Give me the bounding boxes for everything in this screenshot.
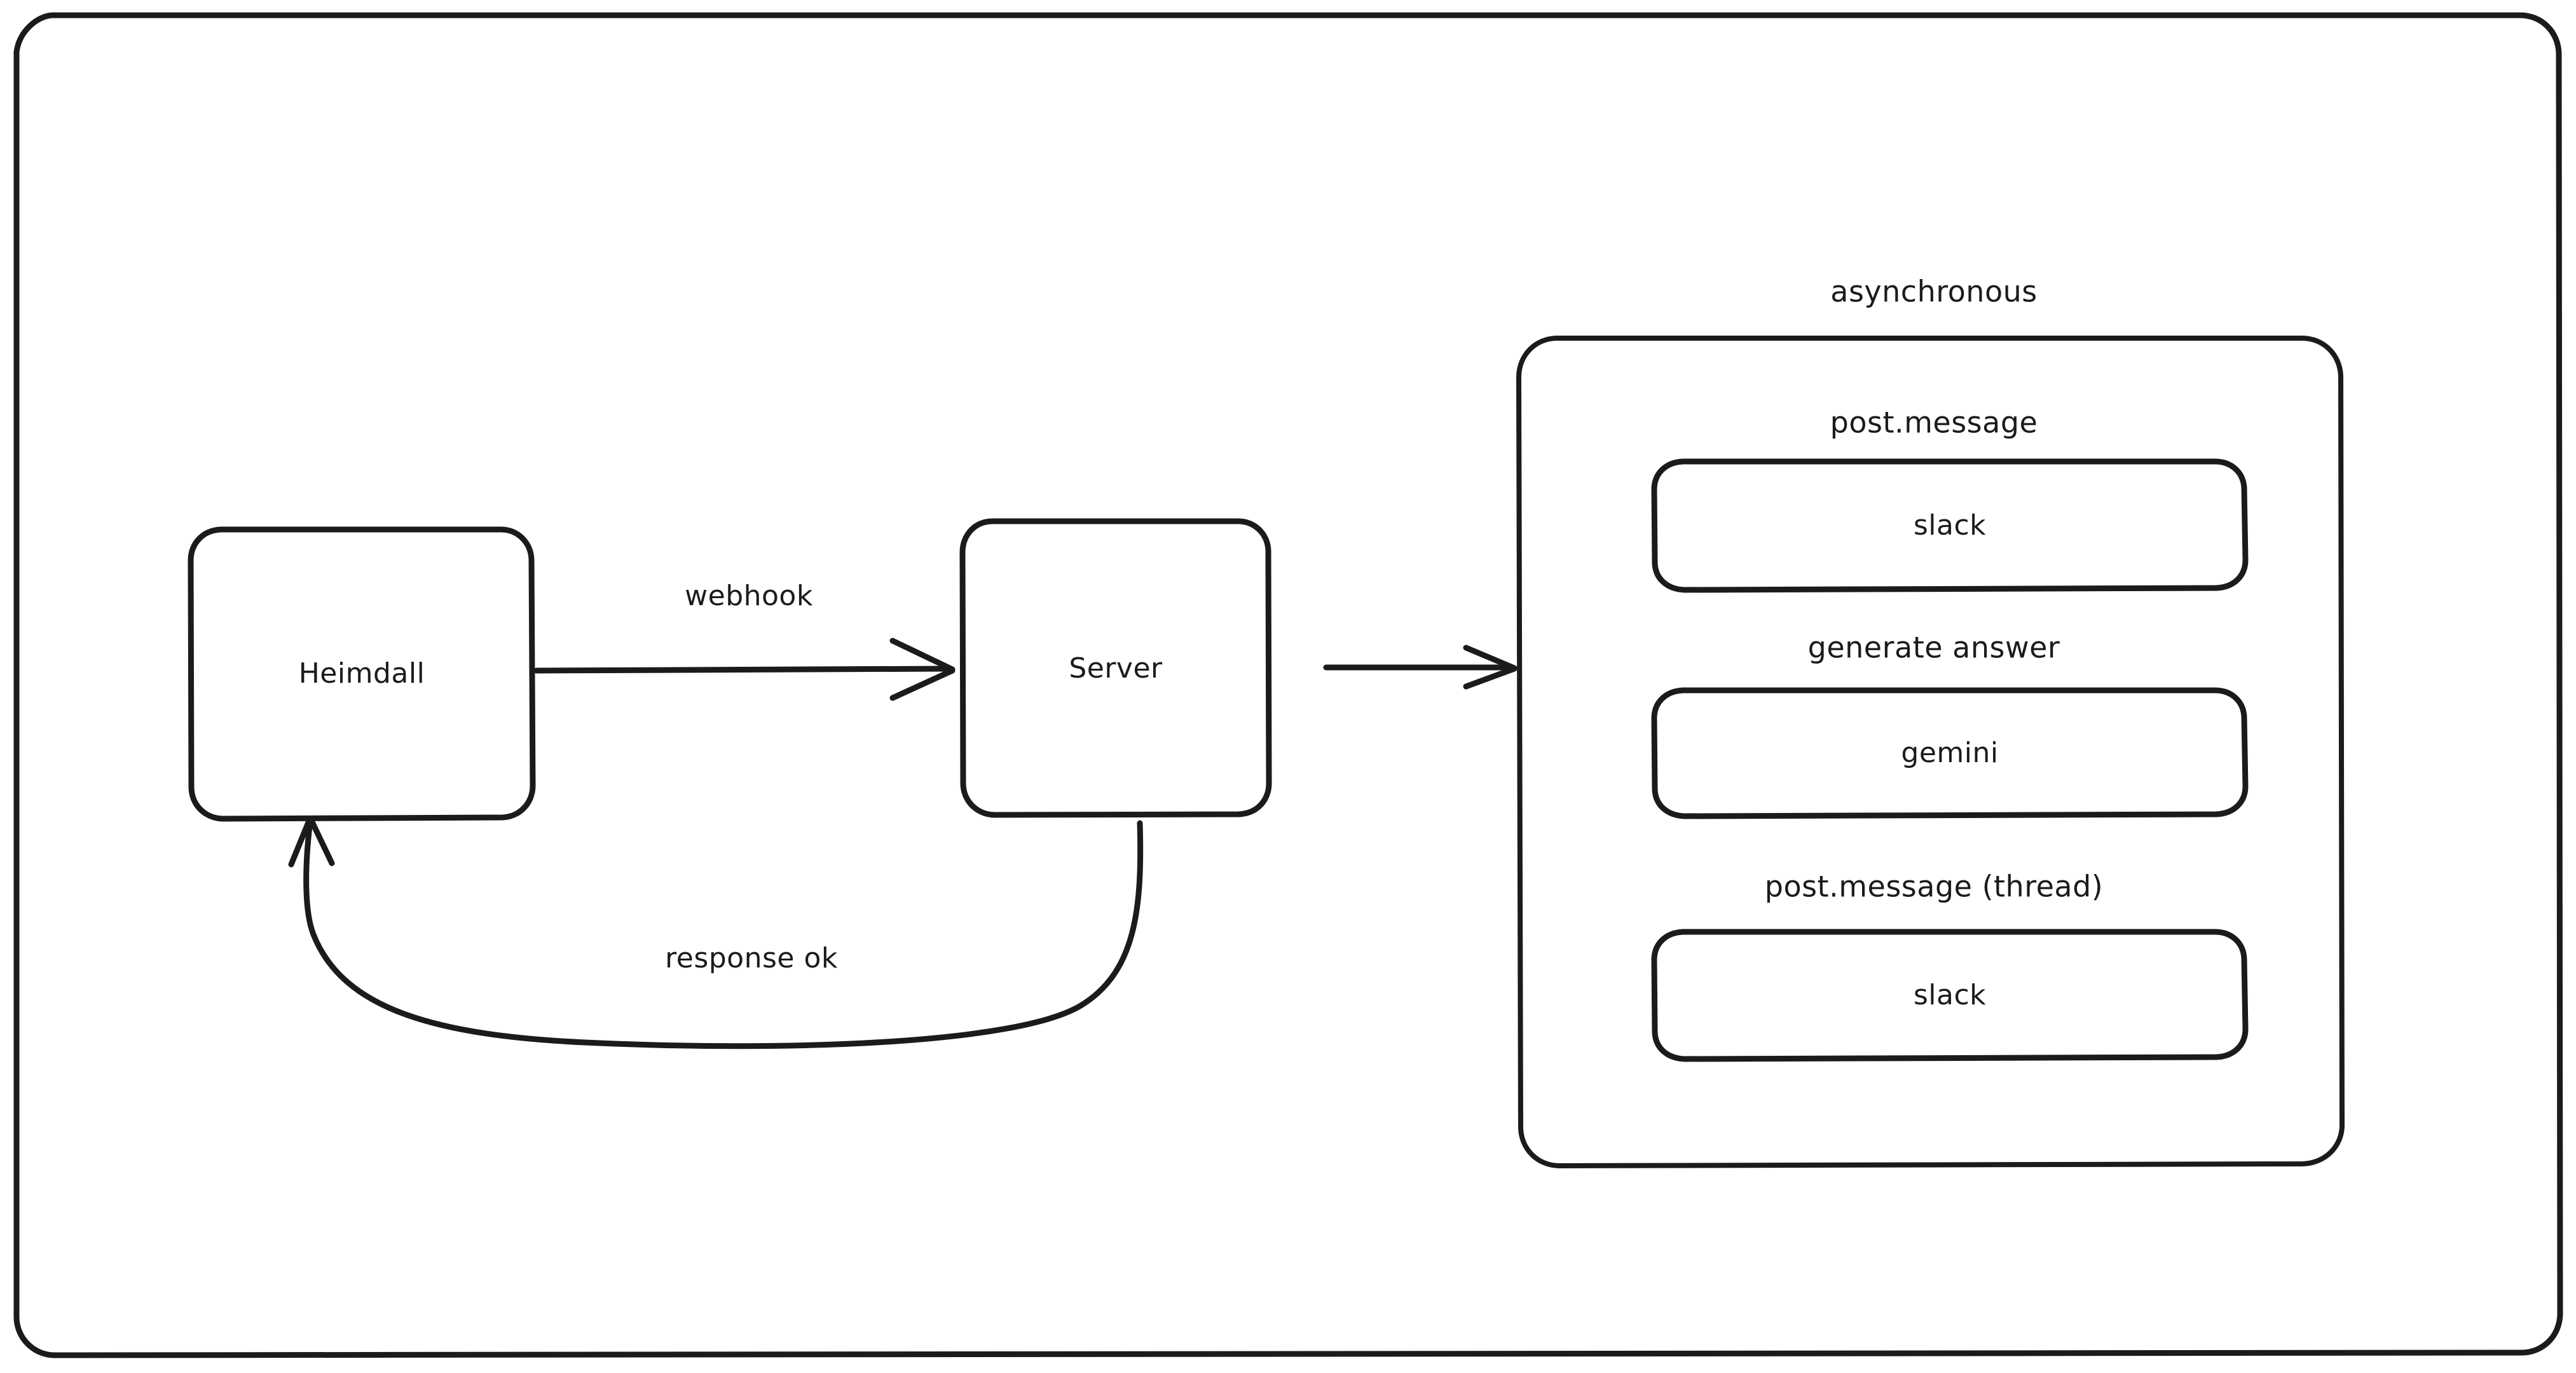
node-server[interactable]: Server [959, 518, 1272, 818]
edge-heimdall-to-server: webhook [533, 580, 956, 701]
group-item-label-1: gemini [1901, 737, 1998, 769]
group-item-slack-post-message-thread[interactable]: post.message (thread) slack [1651, 870, 2249, 1062]
node-server-label: Server [1069, 652, 1163, 685]
edge-webhook-label: webhook [685, 580, 813, 612]
group-asynchronous-label: asynchronous [1830, 275, 2037, 309]
group-item-label-2: slack [1914, 979, 1986, 1011]
edge-response-ok-label: response ok [665, 942, 838, 974]
group-item-label-0: slack [1914, 509, 1986, 542]
group-asynchronous[interactable]: asynchronous post.message slack generate… [1516, 275, 2345, 1168]
group-item-gemini-generate-answer[interactable]: generate answer gemini [1651, 631, 2249, 819]
group-item-caption-2: post.message (thread) [1765, 870, 2104, 904]
group-item-slack-post-message[interactable]: post.message slack [1651, 406, 2249, 593]
group-item-caption-1: generate answer [1808, 631, 2060, 665]
outer-frame [13, 12, 2563, 1358]
edge-server-to-async [1323, 645, 1518, 690]
node-heimdall[interactable]: Heimdall [188, 526, 536, 822]
group-item-caption-0: post.message [1830, 406, 2038, 440]
edge-server-to-heimdall: response ok [288, 816, 1144, 1049]
node-heimdall-label: Heimdall [299, 657, 425, 690]
